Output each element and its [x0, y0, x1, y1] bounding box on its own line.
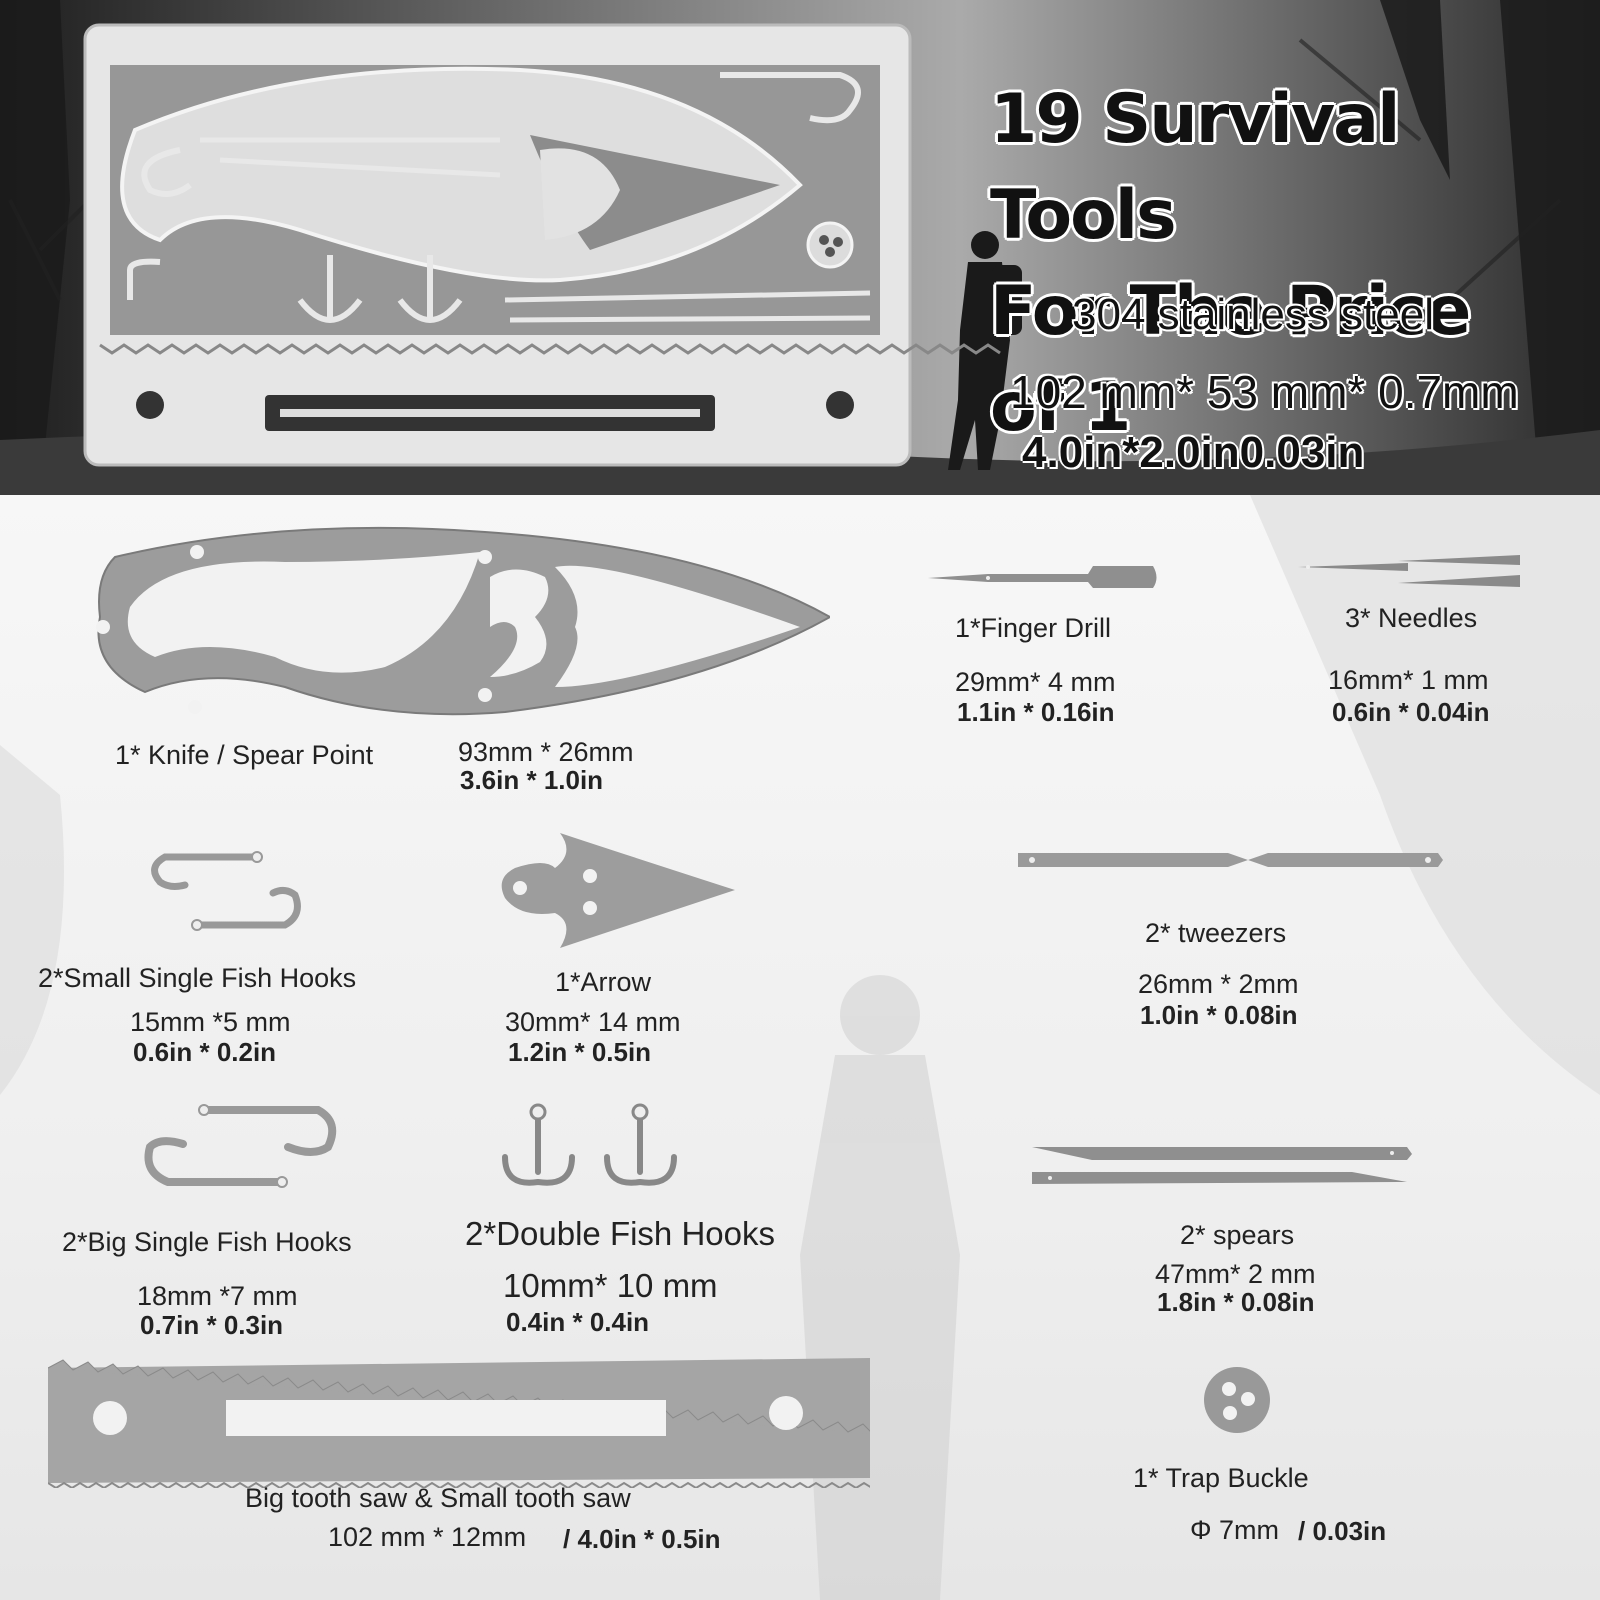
arrow-name: 1*Arrow: [555, 967, 652, 997]
finger-drill-size-in: 1.1in * 0.16in: [957, 697, 1115, 727]
needles-size-in: 0.6in * 0.04in: [1332, 697, 1490, 727]
tweezers-image: [1018, 853, 1443, 867]
needles-name: 3* Needles: [1345, 603, 1478, 633]
double-hooks-image: [502, 1103, 677, 1186]
arrow-image: [501, 833, 735, 948]
knife-image: [96, 526, 830, 716]
saw-size-in: / 4.0in * 0.5in: [563, 1524, 721, 1554]
material-label: 304 stainless steel: [1072, 290, 1434, 339]
small-hooks-image: [151, 851, 301, 931]
hiker-shadow: [800, 975, 960, 1600]
saw-image: [48, 1358, 870, 1488]
finger-drill-image: [928, 566, 1157, 588]
trap-buckle-size-in: / 0.03in: [1298, 1516, 1387, 1546]
needles-image: [1298, 555, 1520, 587]
needles-size-mm: 16mm* 1 mm: [1328, 665, 1489, 695]
big-hooks-size-mm: 18mm *7 mm: [137, 1281, 298, 1311]
trap-buckle-image: [1204, 1367, 1270, 1433]
headline-line-1: 19 Survival Tools: [990, 80, 1400, 255]
arrow-size-mm: 30mm* 14 mm: [505, 1007, 681, 1037]
size-mm-label: 102 mm* 53 mm* 0.7mm: [1010, 366, 1519, 418]
forest-background: [0, 0, 1600, 495]
size-in-label: 4.0in*2.0in0.03in: [1022, 428, 1365, 477]
tools-panel: 1* Knife / Spear Point 93mm * 26mm 3.6in…: [0, 495, 1600, 1600]
tweezers-size-mm: 26mm * 2mm: [1138, 969, 1299, 999]
big-hooks-size-in: 0.7in * 0.3in: [140, 1310, 284, 1340]
tweezers-name: 2* tweezers: [1145, 918, 1287, 948]
small-hooks-name: 2*Small Single Fish Hooks: [38, 963, 357, 993]
finger-drill-name: 1*Finger Drill: [955, 613, 1112, 643]
headline: 19 Survival Tools For The Price of 1: [990, 72, 1550, 456]
knife-name: 1* Knife / Spear Point: [115, 740, 374, 770]
saw-name: Big tooth saw & Small tooth saw: [245, 1483, 631, 1513]
knife-size-mm: 93mm * 26mm: [458, 737, 634, 767]
finger-drill-size-mm: 29mm* 4 mm: [955, 667, 1116, 697]
trap-buckle-size-mm: Φ 7mm: [1190, 1515, 1280, 1545]
big-hooks-name: 2*Big Single Fish Hooks: [62, 1227, 352, 1257]
double-hooks-size-in: 0.4in * 0.4in: [506, 1307, 650, 1337]
trap-buckle-name: 1* Trap Buckle: [1133, 1463, 1309, 1493]
arrow-size-in: 1.2in * 0.5in: [508, 1037, 652, 1067]
hiker-silhouette: [948, 231, 1022, 470]
saw-size-mm: 102 mm * 12mm: [328, 1522, 527, 1552]
knife-size-in: 3.6in * 1.0in: [460, 765, 604, 795]
spears-image: [1032, 1147, 1412, 1184]
tweezers-size-in: 1.0in * 0.08in: [1140, 1000, 1298, 1030]
double-hooks-size-mm: 10mm* 10 mm: [503, 1267, 718, 1304]
big-hooks-image: [144, 1104, 337, 1188]
spears-name: 2* spears: [1180, 1220, 1295, 1250]
spears-size-mm: 47mm* 2 mm: [1155, 1259, 1316, 1289]
double-hooks-name: 2*Double Fish Hooks: [465, 1215, 775, 1252]
survival-card-photo: [83, 23, 1001, 467]
small-hooks-size-in: 0.6in * 0.2in: [133, 1037, 277, 1067]
hero-banner: 19 Survival Tools For The Price of 1 304…: [0, 0, 1600, 495]
small-hooks-size-mm: 15mm *5 mm: [130, 1007, 291, 1037]
spears-size-in: 1.8in * 0.08in: [1157, 1287, 1315, 1317]
headline-line-2: For The Price of 1: [990, 272, 1471, 447]
